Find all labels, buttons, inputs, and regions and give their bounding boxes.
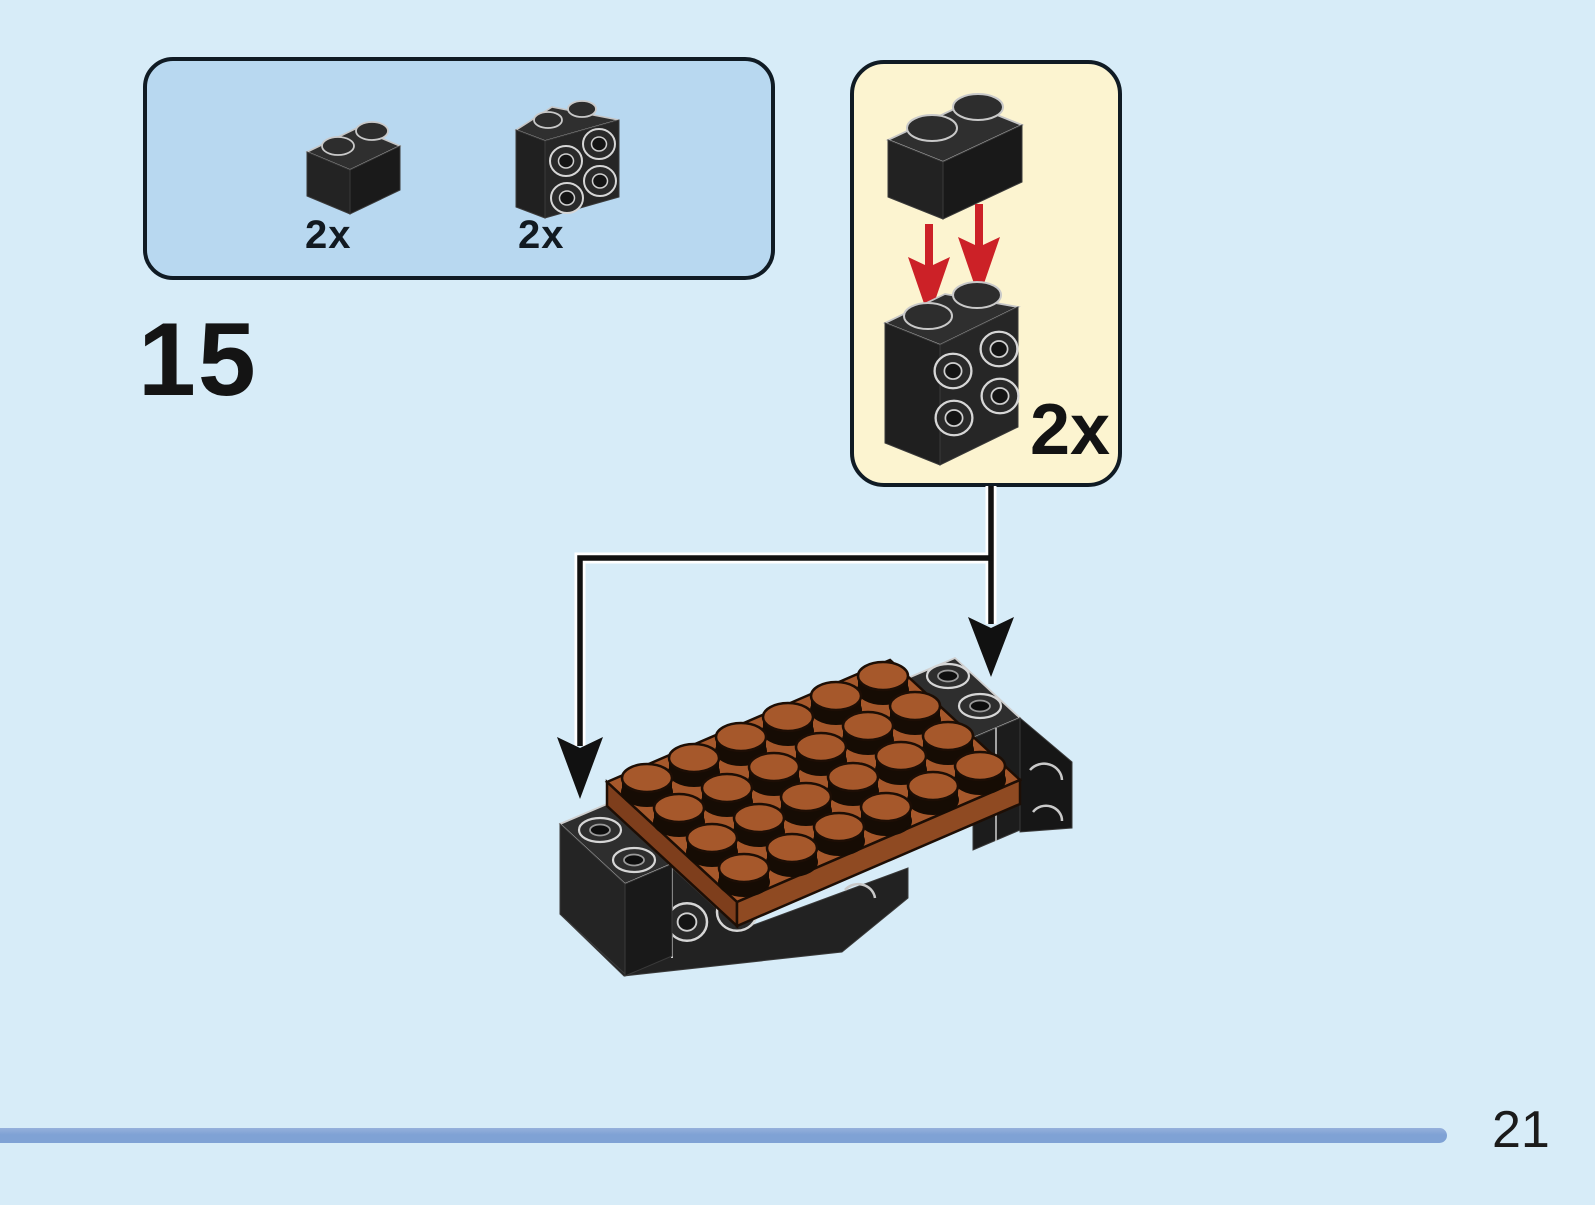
down-arrowhead-icon <box>557 737 603 799</box>
footer-bar <box>0 1128 1447 1143</box>
right-end-black-brick <box>906 656 1073 851</box>
parts-callout-box: 2x 2x <box>143 57 775 280</box>
part-count-label: 2x <box>518 213 565 257</box>
step-number: 15 <box>138 302 258 418</box>
part-count-label: 2x <box>305 213 352 257</box>
left-end-black-bricks <box>558 802 909 977</box>
assembly-callout-box: 2x <box>850 60 1122 487</box>
connector-arrows <box>557 486 1014 799</box>
brown-plate-4x6 <box>604 658 1023 929</box>
main-assembly <box>558 656 1073 977</box>
page-number: 21 <box>1492 1101 1550 1159</box>
down-arrowhead-icon <box>968 617 1014 677</box>
callout-count-label: 2x <box>1030 390 1111 470</box>
